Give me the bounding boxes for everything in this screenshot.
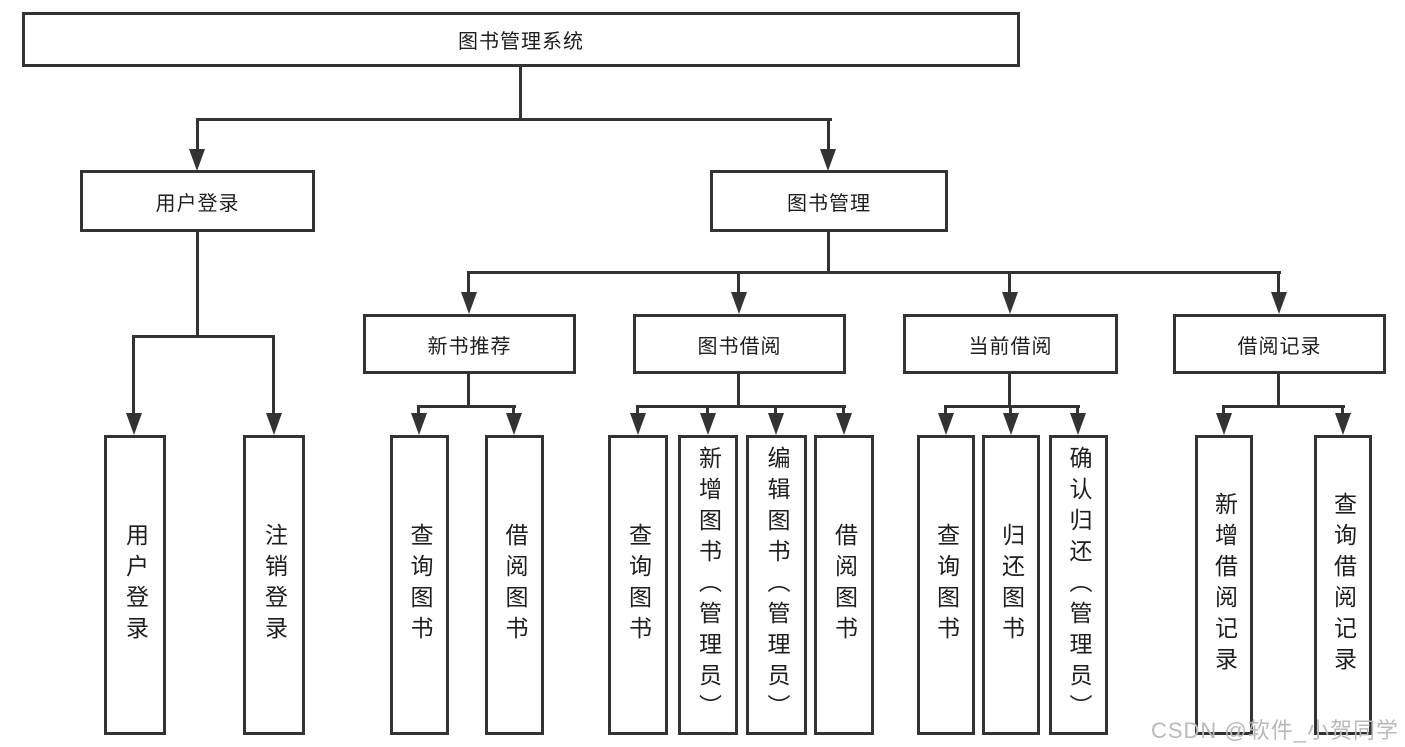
node-book-management-label: 图书管理 [787,192,871,215]
arrow-down-icon [1271,292,1287,314]
node-borrow-records: 借阅记录 [1173,314,1386,374]
arrow-down-icon [630,413,646,435]
node-book-borrow: 图书借阅 [633,314,846,374]
connector-line [1277,373,1280,407]
connector-line [1277,271,1280,295]
arrow-down-icon [461,292,477,314]
arrow-down-icon [1003,413,1019,435]
leaf-borrow-books-recommend: 借阅图书 [485,435,544,735]
leaf-query-books-current-label: 查询图书 [933,523,960,647]
csdn-watermark: CSDN @软件_小贺同学 [1150,718,1399,743]
connector-line [1341,405,1344,415]
leaf-query-books-recommend: 查询图书 [390,435,449,735]
leaf-add-books-admin: 新增图书（管理员） [678,435,738,735]
leaf-borrow-books-recommend-label: 借阅图书 [502,523,528,647]
leaf-confirm-return-admin-label: 确认归还（管理员） [1066,445,1092,725]
leaf-add-borrow-record: 新增借阅记录 [1195,435,1253,735]
node-borrow-records-label: 借阅记录 [1237,335,1322,358]
leaf-return-books-label: 归还图书 [998,523,1025,647]
leaf-borrow-books-label: 借阅图书 [831,523,858,647]
arrow-down-icon [938,413,954,435]
leaf-edit-books-admin: 编辑图书（管理员） [746,435,807,735]
leaf-query-books-recommend-label: 查询图书 [407,523,433,647]
leaf-logout: 注销登录 [243,435,305,735]
arrow-down-icon [266,413,282,435]
node-new-book-recommend: 新书推荐 [363,314,576,374]
connector-line [196,118,832,121]
connector-line [519,65,522,120]
connector-line [196,231,199,337]
connector-line [467,271,470,295]
connector-line [737,373,740,407]
connector-line [706,405,709,415]
connector-line [1008,373,1011,407]
leaf-query-books-borrow-label: 查询图书 [625,523,652,647]
node-current-borrow-label: 当前借阅 [968,335,1053,358]
leaf-borrow-books: 借阅图书 [814,435,874,735]
node-root: 图书管理系统 [22,12,1020,67]
leaf-query-books-current: 查询图书 [917,435,975,735]
node-user-login-label: 用户登录 [155,192,240,215]
leaf-user-login: 用户登录 [104,435,166,735]
arrow-down-icon [820,149,836,171]
arrow-down-icon [506,413,522,435]
connector-line [272,335,275,415]
node-user-login: 用户登录 [80,170,315,232]
node-book-management: 图书管理 [710,170,948,232]
arrow-down-icon [1216,413,1232,435]
leaf-add-borrow-record-label: 新增借阅记录 [1211,492,1238,678]
connector-line [196,118,199,151]
connector-line [467,271,1281,274]
connector-line [774,405,777,415]
arrow-down-icon [700,413,716,435]
leaf-edit-books-admin-label: 编辑图书（管理员） [764,445,790,725]
arrow-down-icon [126,413,142,435]
connector-line [1222,405,1345,408]
connector-line [636,405,846,408]
node-root-label: 图书管理系统 [458,31,584,53]
connector-line [636,405,639,415]
connector-line [1076,405,1079,415]
connector-line [417,405,516,408]
connector-line [944,405,1080,408]
leaf-confirm-return-admin: 确认归还（管理员） [1049,435,1108,735]
connector-line [132,335,275,338]
connector-line [132,335,135,415]
leaf-logout-label: 注销登录 [261,523,288,647]
leaf-return-books: 归还图书 [982,435,1040,735]
connector-line [944,405,947,415]
leaf-user-login-label: 用户登录 [122,523,149,647]
arrow-down-icon [1070,413,1086,435]
arrow-down-icon [768,413,784,435]
connector-line [1009,405,1012,415]
arrow-down-icon [1002,292,1018,314]
node-new-book-recommend-label: 新书推荐 [427,335,512,358]
leaf-query-books-borrow: 查询图书 [608,435,668,735]
connector-line [737,271,740,295]
connector-line [1222,405,1225,415]
node-current-borrow: 当前借阅 [903,314,1118,374]
connector-line [1008,271,1011,295]
connector-line [842,405,845,415]
connector-line [512,405,515,415]
arrow-down-icon [1335,413,1351,435]
node-book-borrow-label: 图书借阅 [697,335,782,358]
arrow-down-icon [731,292,747,314]
arrow-down-icon [189,149,205,171]
arrow-down-icon [411,413,427,435]
leaf-query-borrow-record: 查询借阅记录 [1314,435,1372,735]
connector-line [827,118,830,151]
leaf-add-books-admin-label: 新增图书（管理员） [695,445,722,725]
connector-line [827,231,830,273]
leaf-query-borrow-record-label: 查询借阅记录 [1330,492,1357,678]
connector-line [417,405,420,415]
connector-line [467,373,470,407]
arrow-down-icon [836,413,852,435]
